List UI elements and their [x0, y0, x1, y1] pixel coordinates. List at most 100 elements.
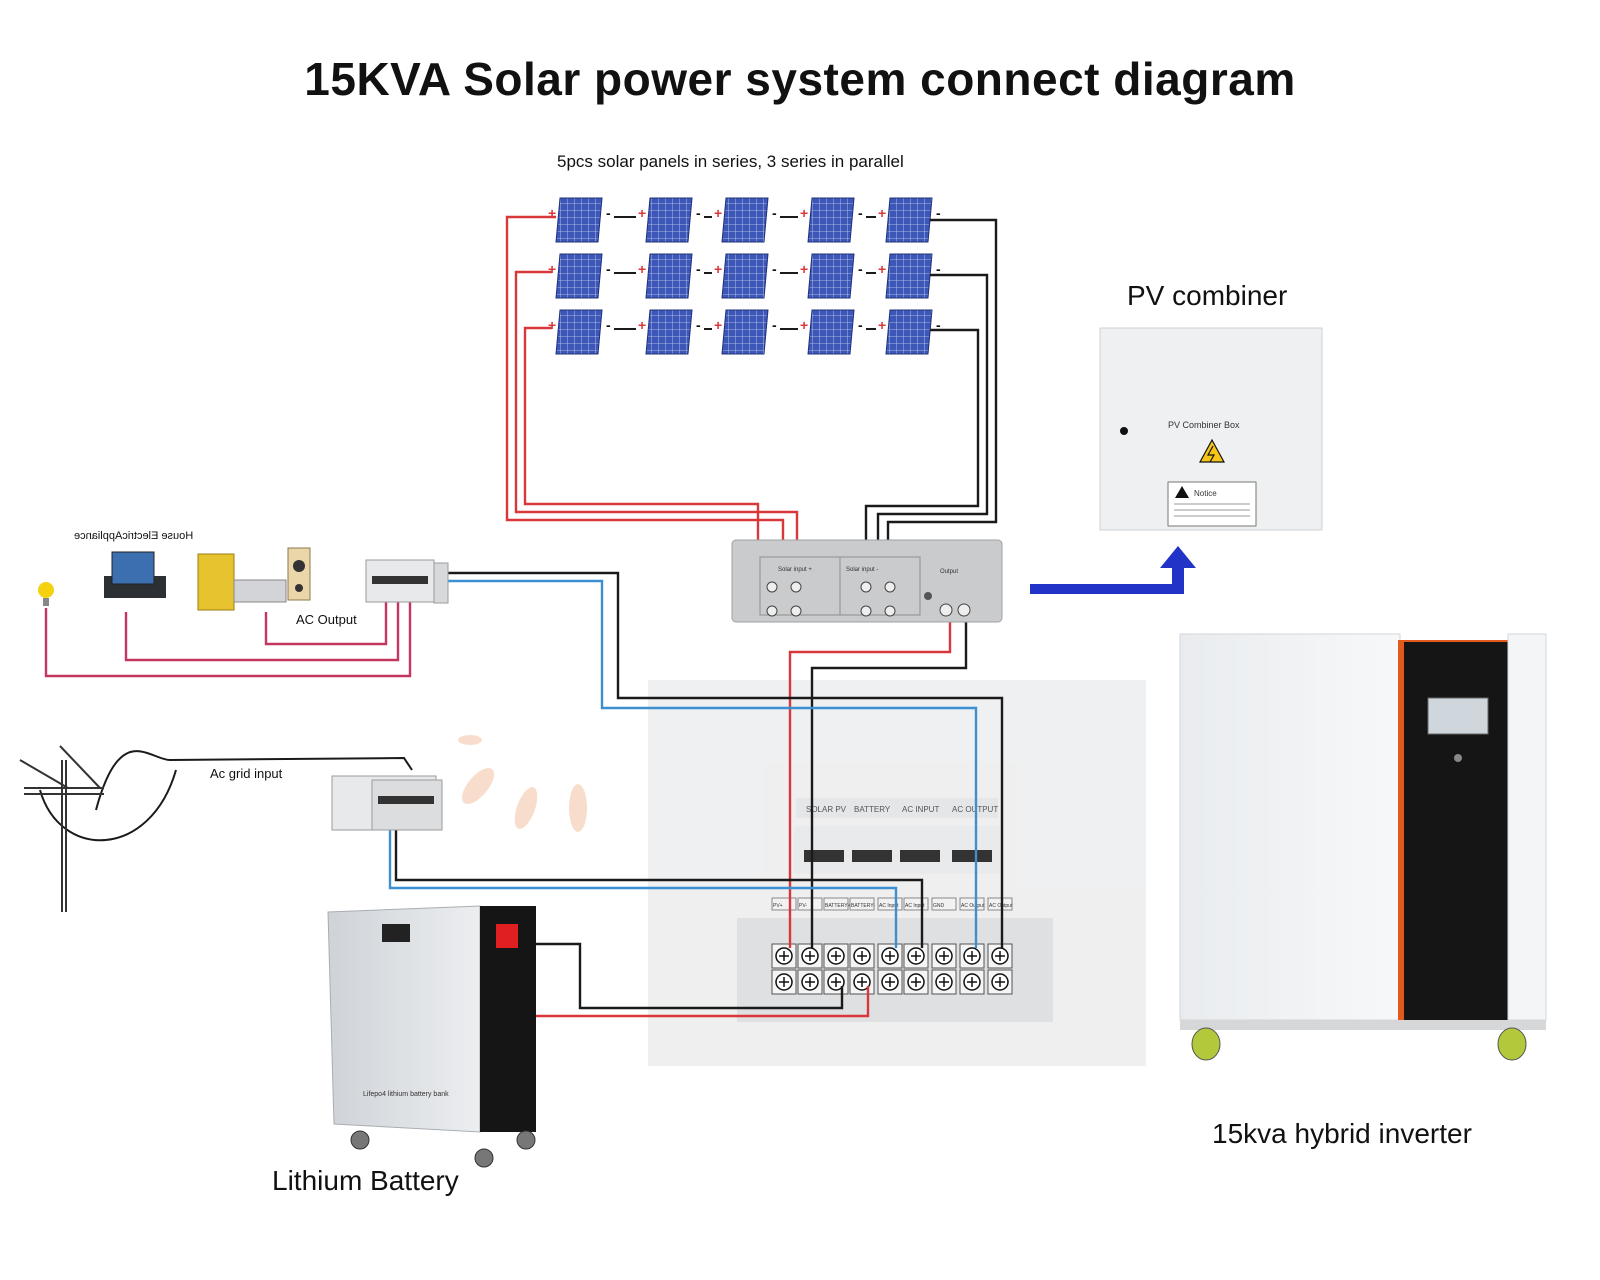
house-appliances [38, 547, 311, 611]
terminal-header-label: AC Input [879, 903, 899, 909]
inverter-header-label: AC INPUT [902, 805, 939, 814]
battery-small-text: Lifepo4 lithium battery bank [363, 1091, 449, 1098]
panel-plus-sign: + [638, 317, 646, 333]
terminal-screw [849, 943, 875, 969]
hybrid-inverter-photo [1179, 633, 1547, 1061]
combiner-input-plus: Solar input + [778, 567, 812, 573]
solar-panel: +- [638, 309, 712, 355]
panel-plus-sign: + [800, 261, 808, 277]
panel-plus-sign: + [714, 205, 722, 221]
grid-distribution-box [331, 775, 443, 831]
terminal-screw [931, 969, 957, 995]
wiring [39, 215, 1004, 1018]
pv-combiner-box: Solar input + Solar input - Output [731, 539, 1003, 623]
pv-combiner-label: PV combiner [1127, 280, 1288, 311]
panel-plus-sign: + [638, 261, 646, 277]
solar-panel: +- [548, 253, 636, 299]
solar-panel: +- [548, 197, 636, 243]
terminal-screw [823, 943, 849, 969]
battery-label: Lithium Battery [272, 1165, 459, 1196]
panel-minus-sign: - [936, 205, 941, 221]
panel-minus-sign: - [606, 205, 611, 221]
terminal-screw [903, 943, 929, 969]
panel-plus-sign: + [548, 261, 556, 277]
panel-plus-sign: + [878, 205, 886, 221]
ac-output-label: AC Output [296, 612, 357, 627]
panel-plus-sign: + [800, 317, 808, 333]
inverter-header-label: BATTERY [854, 805, 891, 814]
ac-grid-label: Ac grid input [210, 766, 283, 781]
inverter-header-label: SOLAR PV [806, 805, 847, 814]
solar-panel: +- [878, 197, 941, 243]
panel-plus-sign: + [548, 205, 556, 221]
solar-panel: +- [714, 309, 798, 355]
panel-minus-sign: - [858, 205, 863, 221]
panel-plus-sign: + [638, 205, 646, 221]
terminal-header-label: PV- [799, 903, 807, 909]
terminal-screw [797, 969, 823, 995]
panel-minus-sign: - [696, 205, 701, 221]
panel-caption: 5pcs solar panels in series, 3 series in… [557, 152, 904, 171]
terminal-screw [931, 943, 957, 969]
terminal-screw [877, 969, 903, 995]
terminal-header-label: BATTERY- [851, 903, 875, 909]
terminal-header-cell [931, 897, 957, 911]
terminal-header-label: BATTERY+ [825, 903, 851, 909]
panel-plus-sign: + [878, 261, 886, 277]
solar-panel: +- [638, 197, 712, 243]
combiner-output-text: Output [940, 569, 958, 575]
terminal-screw [771, 943, 797, 969]
terminal-screw [849, 969, 875, 995]
terminal-header-label: GND [933, 903, 945, 909]
panel-minus-sign: - [772, 317, 777, 333]
terminal-screw [959, 943, 985, 969]
diagram-title: 15KVA Solar power system connect diagram [304, 53, 1296, 105]
inverter-label: 15kva hybrid inverter [1212, 1118, 1472, 1149]
panel-plus-sign: + [714, 317, 722, 333]
terminal-screw [771, 969, 797, 995]
solar-panel: +- [800, 253, 876, 299]
combiner-box-text: PV Combiner Box [1168, 420, 1240, 430]
leaf-decoration [458, 735, 587, 832]
terminal-screw [877, 943, 903, 969]
terminal-header-cell [823, 897, 849, 911]
terminal-header-label: AC Input [905, 903, 925, 909]
combiner-input-minus: Solar input - [846, 567, 878, 573]
combiner-notice-text: Notice [1194, 489, 1217, 498]
ac-output-distribution-box [365, 559, 449, 604]
panel-minus-sign: - [606, 317, 611, 333]
panel-plus-sign: + [714, 261, 722, 277]
solar-panel: +- [878, 309, 941, 355]
terminal-header-label: AC Output [961, 903, 985, 909]
panel-minus-sign: - [772, 205, 777, 221]
pv-combiner-photo: PV Combiner Box Notice [1099, 327, 1323, 531]
panel-minus-sign: - [936, 261, 941, 277]
terminal-screw [959, 969, 985, 995]
panel-minus-sign: - [606, 261, 611, 277]
solar-panel: +- [800, 197, 876, 243]
lithium-battery-photo: Lifepo4 lithium battery bank [327, 905, 536, 1168]
panel-minus-sign: - [858, 317, 863, 333]
panel-plus-sign: + [548, 317, 556, 333]
panel-minus-sign: - [936, 317, 941, 333]
terminal-screw [903, 969, 929, 995]
solar-panel: +- [714, 197, 798, 243]
panel-minus-sign: - [696, 261, 701, 277]
solar-panel: +- [638, 253, 712, 299]
panel-minus-sign: - [772, 261, 777, 277]
terminal-screw [987, 969, 1013, 995]
panel-plus-sign: + [878, 317, 886, 333]
utility-pole [19, 745, 104, 912]
solar-panel: +- [800, 309, 876, 355]
terminal-screw [797, 943, 823, 969]
terminal-header-cell [849, 897, 875, 911]
solar-panel: +- [714, 253, 798, 299]
terminal-header-label: PV+ [773, 903, 783, 909]
flow-arrow [1030, 546, 1196, 594]
panel-minus-sign: - [858, 261, 863, 277]
terminal-screw [987, 943, 1013, 969]
terminal-block [771, 943, 1013, 995]
